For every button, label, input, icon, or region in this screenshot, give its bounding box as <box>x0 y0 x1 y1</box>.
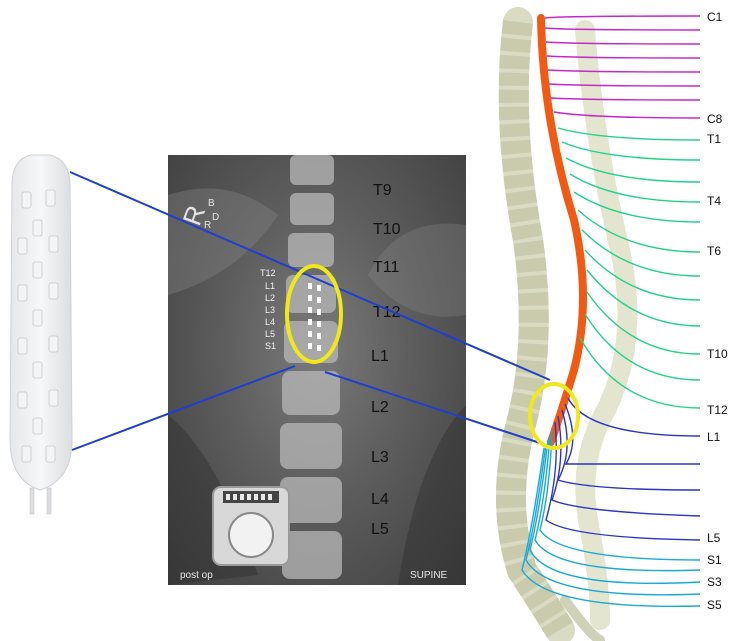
connector-line-xray-spine <box>325 372 540 443</box>
spine-highlight-ellipse <box>530 384 578 448</box>
connector-line-bottom <box>72 366 295 450</box>
connector-line-top <box>70 172 550 380</box>
xray-highlight-ellipse <box>287 266 341 362</box>
